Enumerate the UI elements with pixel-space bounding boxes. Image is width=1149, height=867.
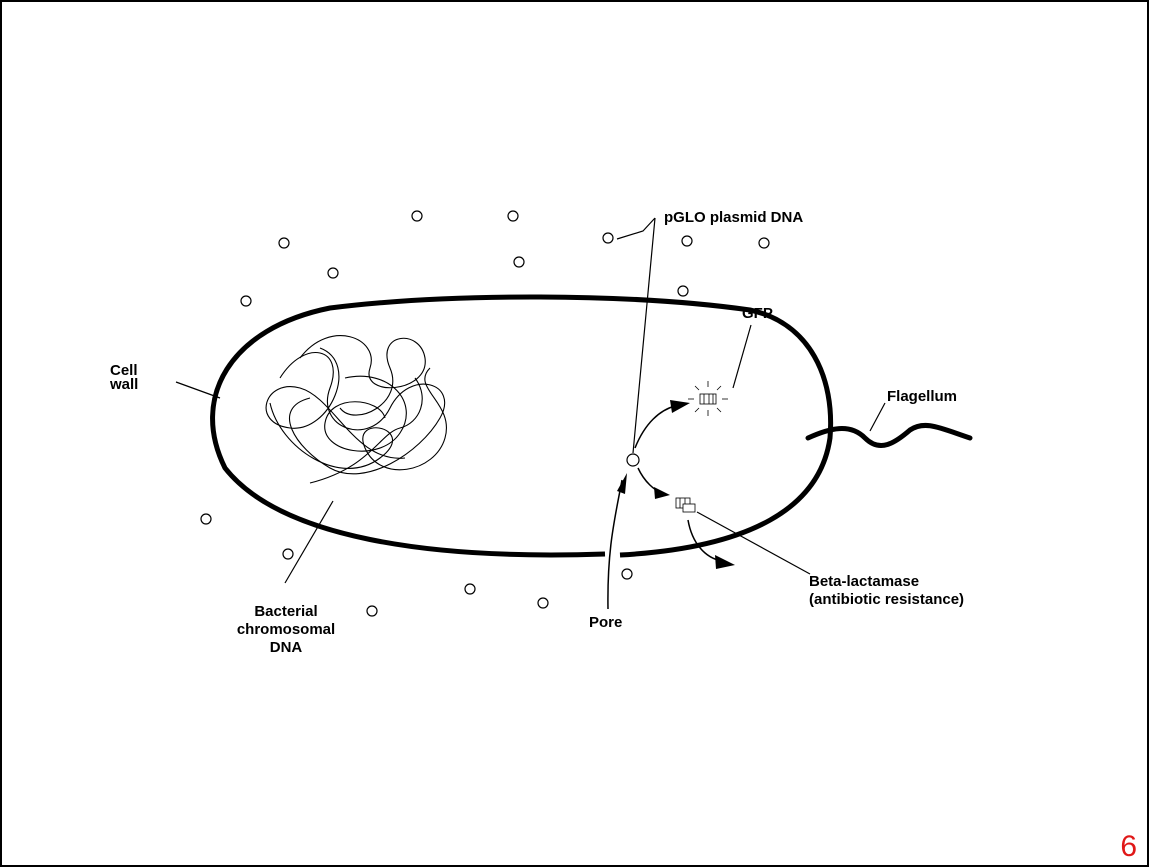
chromosomal-dna-label-line2: chromosomal bbox=[226, 621, 346, 639]
beta-arrowhead bbox=[654, 487, 670, 499]
beta-lactamase-label-line1: Beta-lactamase bbox=[809, 573, 964, 591]
chromosomal-dna-label: Bacterial chromosomal DNA bbox=[226, 603, 346, 657]
chromosomal-dna-label-line3: DNA bbox=[226, 639, 346, 657]
beta-lactamase-label: Beta-lactamase (antibiotic resistance) bbox=[809, 573, 964, 609]
cell-wall-label: Cell wall bbox=[110, 364, 138, 392]
cell-wall-label-line2: wall bbox=[110, 378, 138, 392]
pore-arrowhead bbox=[617, 473, 627, 494]
page-number: 6 bbox=[1120, 831, 1137, 863]
gfp-arrow bbox=[635, 406, 675, 448]
pore-arrow bbox=[608, 480, 622, 609]
flagellum-leader bbox=[870, 403, 885, 431]
plasmid-label: pGLO plasmid DNA bbox=[664, 210, 803, 226]
gfp-arrowhead bbox=[670, 400, 690, 413]
gfp-leader bbox=[733, 325, 751, 388]
gfp-label: GFP bbox=[742, 306, 773, 322]
chromosomal-dna-label-line1: Bacterial bbox=[226, 603, 346, 621]
cell-wall-leader bbox=[176, 382, 220, 398]
gfp-protein bbox=[688, 381, 728, 416]
flagellum-label: Flagellum bbox=[887, 389, 957, 405]
beta-lactamase-protein bbox=[676, 498, 695, 512]
plasmid-leaders bbox=[617, 218, 655, 453]
secretion-arrowhead bbox=[715, 555, 735, 569]
chromosomal-dna bbox=[266, 336, 446, 483]
beta-lactamase-label-line2: (antibiotic resistance) bbox=[809, 591, 964, 609]
bacterial-cell-diagram: pGLO plasmid DNA GFP Cell wall Flagellum… bbox=[130, 198, 1018, 668]
pore-label: Pore bbox=[589, 615, 622, 631]
